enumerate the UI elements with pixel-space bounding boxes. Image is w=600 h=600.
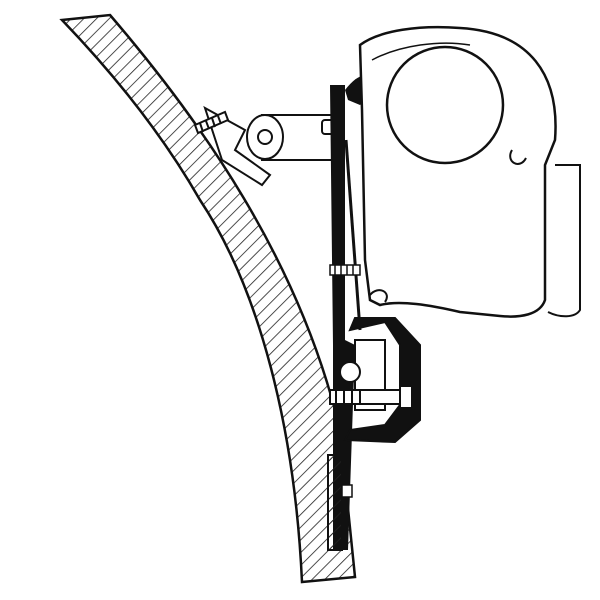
lower-clamp	[329, 317, 421, 444]
screw-icon	[329, 264, 361, 276]
awning-roller	[385, 45, 505, 165]
curved-wall	[59, 13, 357, 584]
lower-pad	[327, 454, 343, 551]
screw-icon	[193, 110, 230, 135]
